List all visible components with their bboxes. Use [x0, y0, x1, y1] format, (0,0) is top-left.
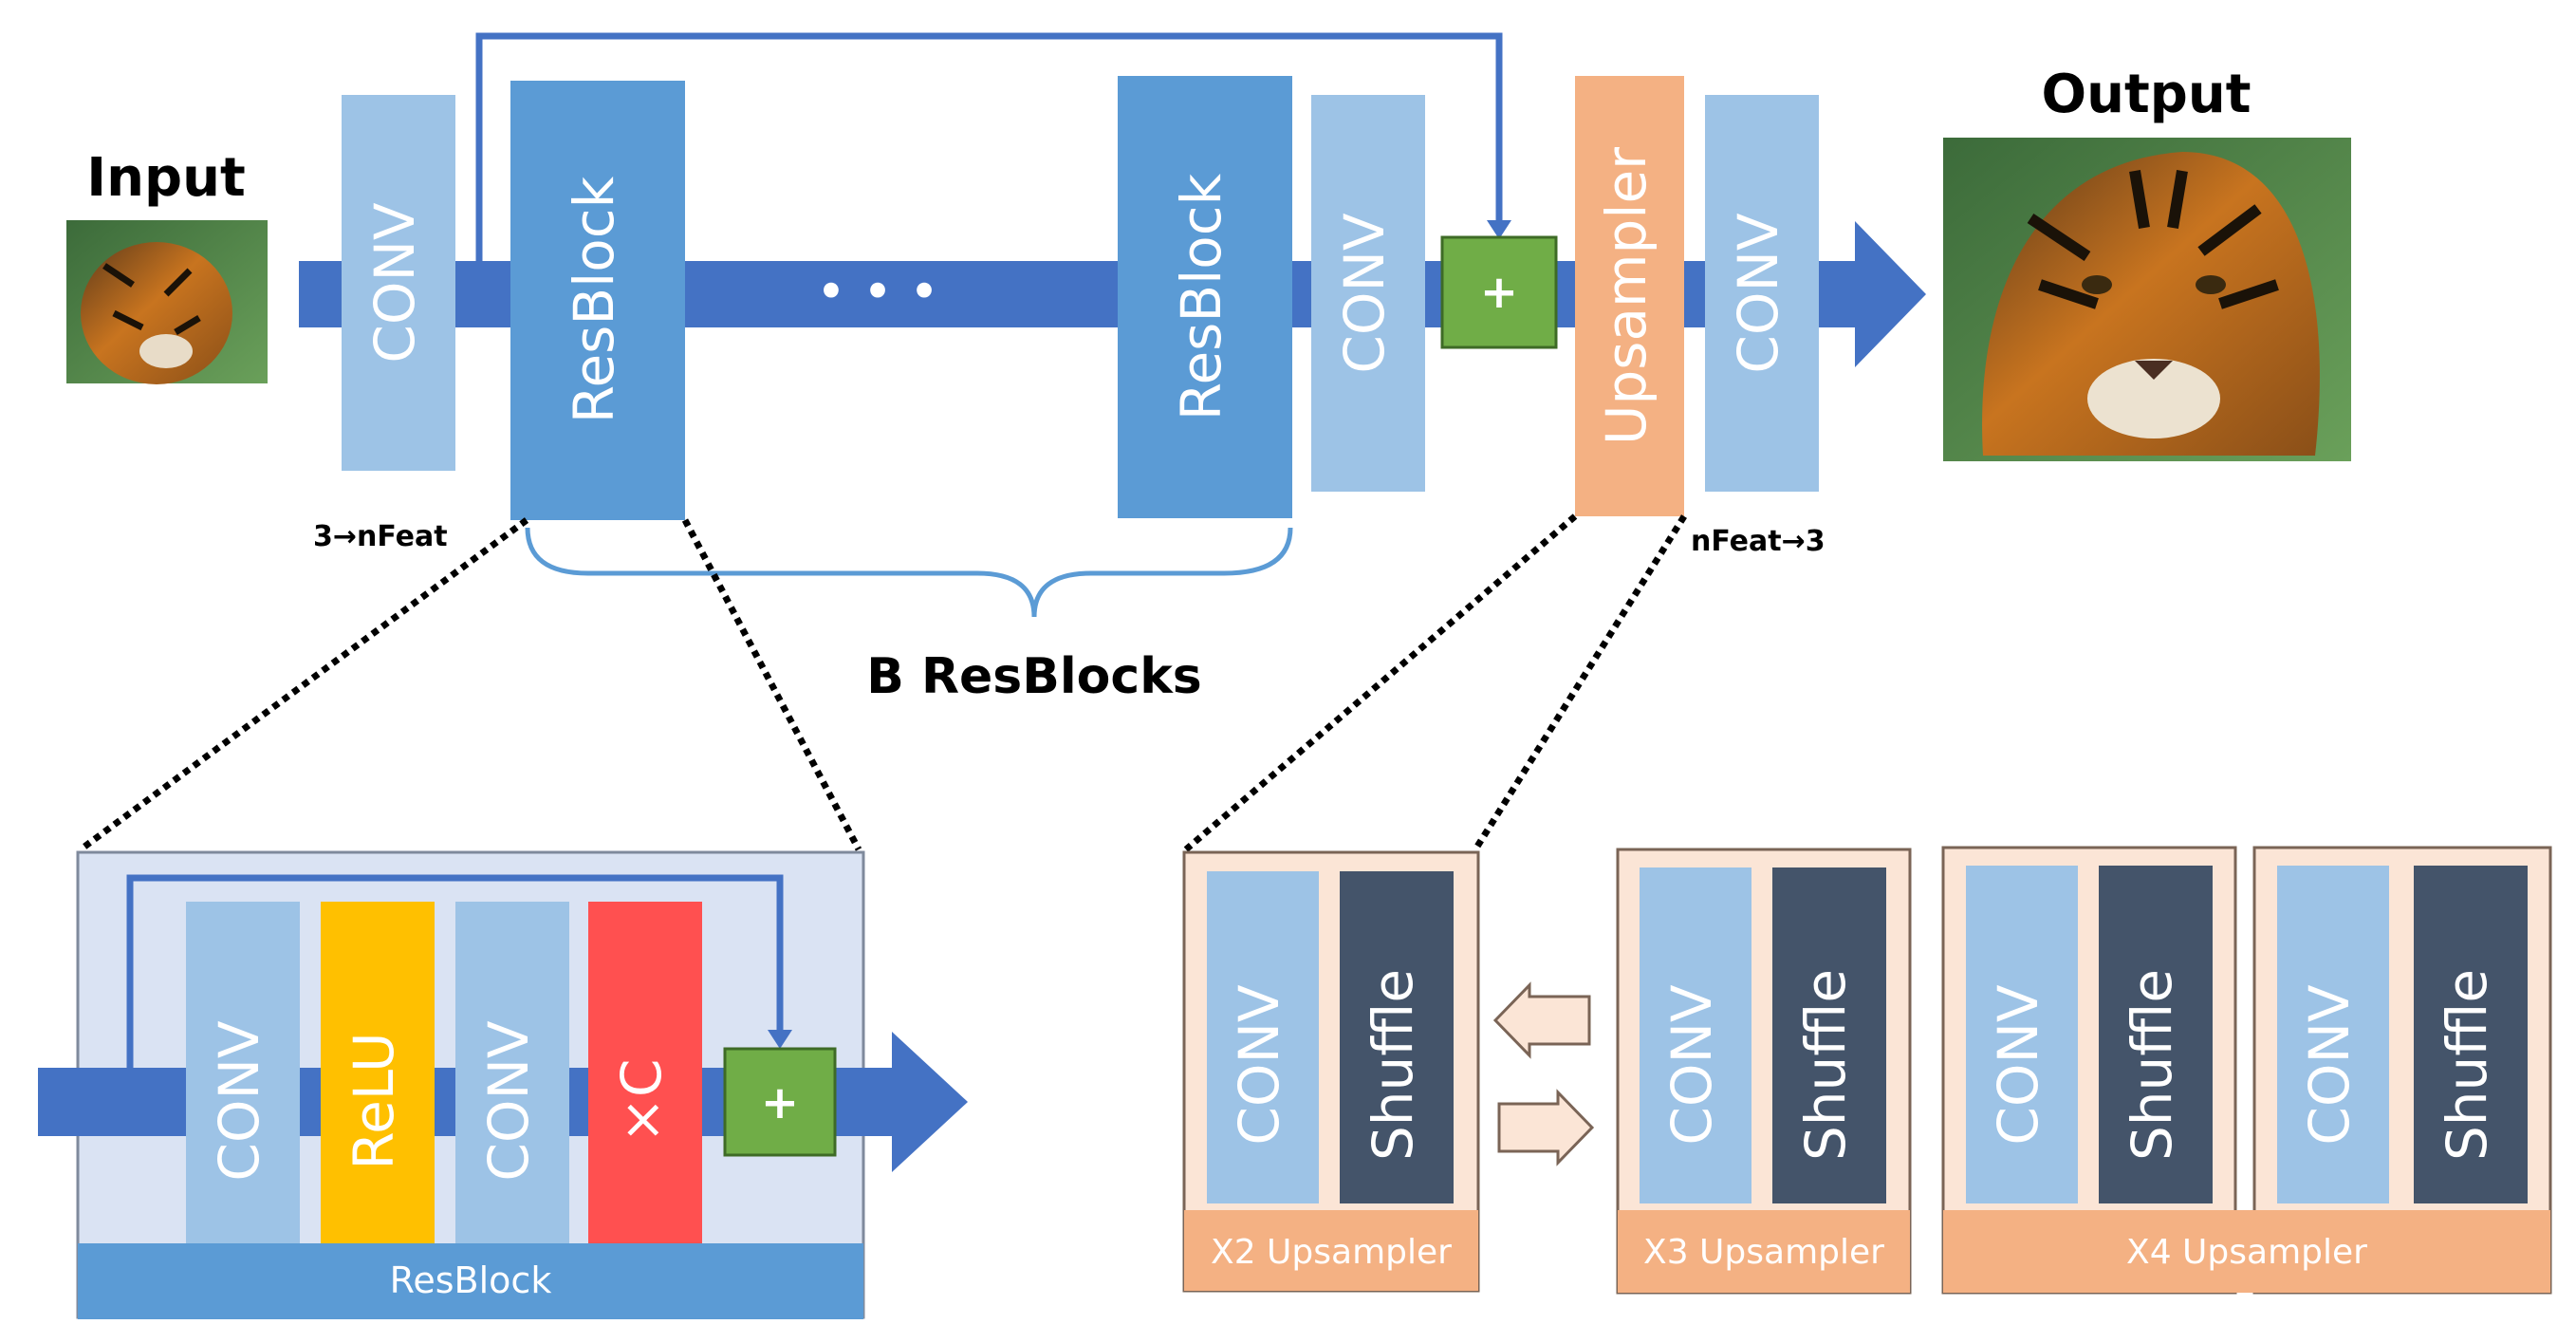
swap-arrow-left — [1492, 981, 1591, 1059]
input-image — [66, 220, 268, 384]
x4-footer — [1943, 1210, 2550, 1293]
output-title: Output — [2042, 64, 2252, 125]
x4-shuffle-2 — [2414, 866, 2528, 1203]
resblock-detail-footer-label: ResBlock — [390, 1259, 552, 1301]
x3-shuffle — [1772, 867, 1886, 1203]
x4-conv-1-label: CONV — [1986, 984, 2050, 1146]
x2-footer-label: X2 Upsampler — [1211, 1233, 1452, 1272]
resblocks-brace — [525, 527, 1293, 618]
x2-shuffle — [1340, 871, 1454, 1203]
local-skip-arrowhead — [768, 1030, 792, 1049]
x4-conv-2 — [2277, 866, 2389, 1203]
x4-conv-1 — [1966, 866, 2078, 1203]
scale-block — [588, 902, 702, 1243]
x2-footer — [1184, 1210, 1478, 1291]
conv-head-label: CONV — [362, 202, 427, 364]
x3-conv — [1640, 867, 1751, 1203]
zoom-line-resblock-left — [78, 517, 529, 852]
swap-arrow-right — [1497, 1089, 1595, 1166]
ellipsis-dots: • • • — [816, 262, 939, 322]
relu-label: ReLU — [342, 1032, 406, 1169]
conv-body-tail-label: CONV — [1332, 213, 1397, 374]
upsampler-label: Upsampler — [1594, 147, 1659, 445]
resblock-detail-conv-1 — [186, 902, 300, 1243]
input-title: Input — [86, 147, 245, 209]
x3-footer — [1618, 1210, 1910, 1293]
x3-shuffle-label: Shuffle — [1793, 969, 1858, 1161]
scale-label: ×C — [609, 1058, 674, 1143]
resblock-detail-conv-2 — [455, 902, 569, 1243]
zoom-line-resblock-right — [681, 518, 862, 851]
local-add-symbol: + — [761, 1076, 799, 1129]
x3-conv-label: CONV — [1659, 984, 1724, 1146]
resblock-b-label: ResBlock — [1169, 173, 1233, 420]
global-skip-arrowhead — [1487, 220, 1511, 239]
local-add-node — [723, 1047, 837, 1157]
global-add-node — [1440, 235, 1558, 349]
x2-shuffle-label: Shuffle — [1361, 969, 1425, 1161]
resblock-b — [1118, 76, 1292, 518]
output-image — [1943, 138, 2351, 461]
conv-block-tail — [1705, 95, 1819, 492]
x4-shuffle-2-label: Shuffle — [2435, 969, 2499, 1161]
main-flow-arrowhead — [1855, 221, 1926, 367]
resblock-detail-arrowhead — [892, 1032, 968, 1172]
x2-conv-label: CONV — [1227, 984, 1291, 1146]
resblock-1 — [510, 81, 685, 520]
resblock-detail-footer — [78, 1243, 863, 1319]
local-skip-connection — [126, 874, 784, 1071]
conv-block-head — [342, 95, 455, 471]
conv-tail-label: CONV — [1726, 213, 1790, 374]
resblock-1-label: ResBlock — [562, 176, 626, 423]
out-channels-label: nFeat→3 — [1691, 525, 1825, 558]
x4-footer-label: X4 Upsampler — [2126, 1233, 2367, 1272]
resblock-detail-conv-2-label: CONV — [476, 1020, 541, 1182]
relu-block — [321, 902, 435, 1243]
global-skip-connection — [475, 32, 1503, 264]
global-add-symbol: + — [1480, 266, 1518, 319]
x4-shuffle-1 — [2099, 866, 2213, 1203]
x4-shuffle-1-label: Shuffle — [2120, 969, 2184, 1161]
upsampler-block — [1575, 76, 1684, 516]
zoom-line-upsampler-right — [1473, 514, 1687, 851]
b-resblocks-label: B ResBlocks — [866, 648, 1202, 705]
x4-conv-2-label: CONV — [2297, 984, 2362, 1146]
x2-conv — [1207, 871, 1319, 1203]
resblock-detail-conv-1-label: CONV — [207, 1020, 271, 1182]
zoom-line-upsampler-left — [1183, 513, 1578, 852]
in-channels-label: 3→nFeat — [313, 520, 448, 553]
x3-footer-label: X3 Upsampler — [1643, 1233, 1884, 1272]
conv-block-body-tail — [1311, 95, 1425, 492]
